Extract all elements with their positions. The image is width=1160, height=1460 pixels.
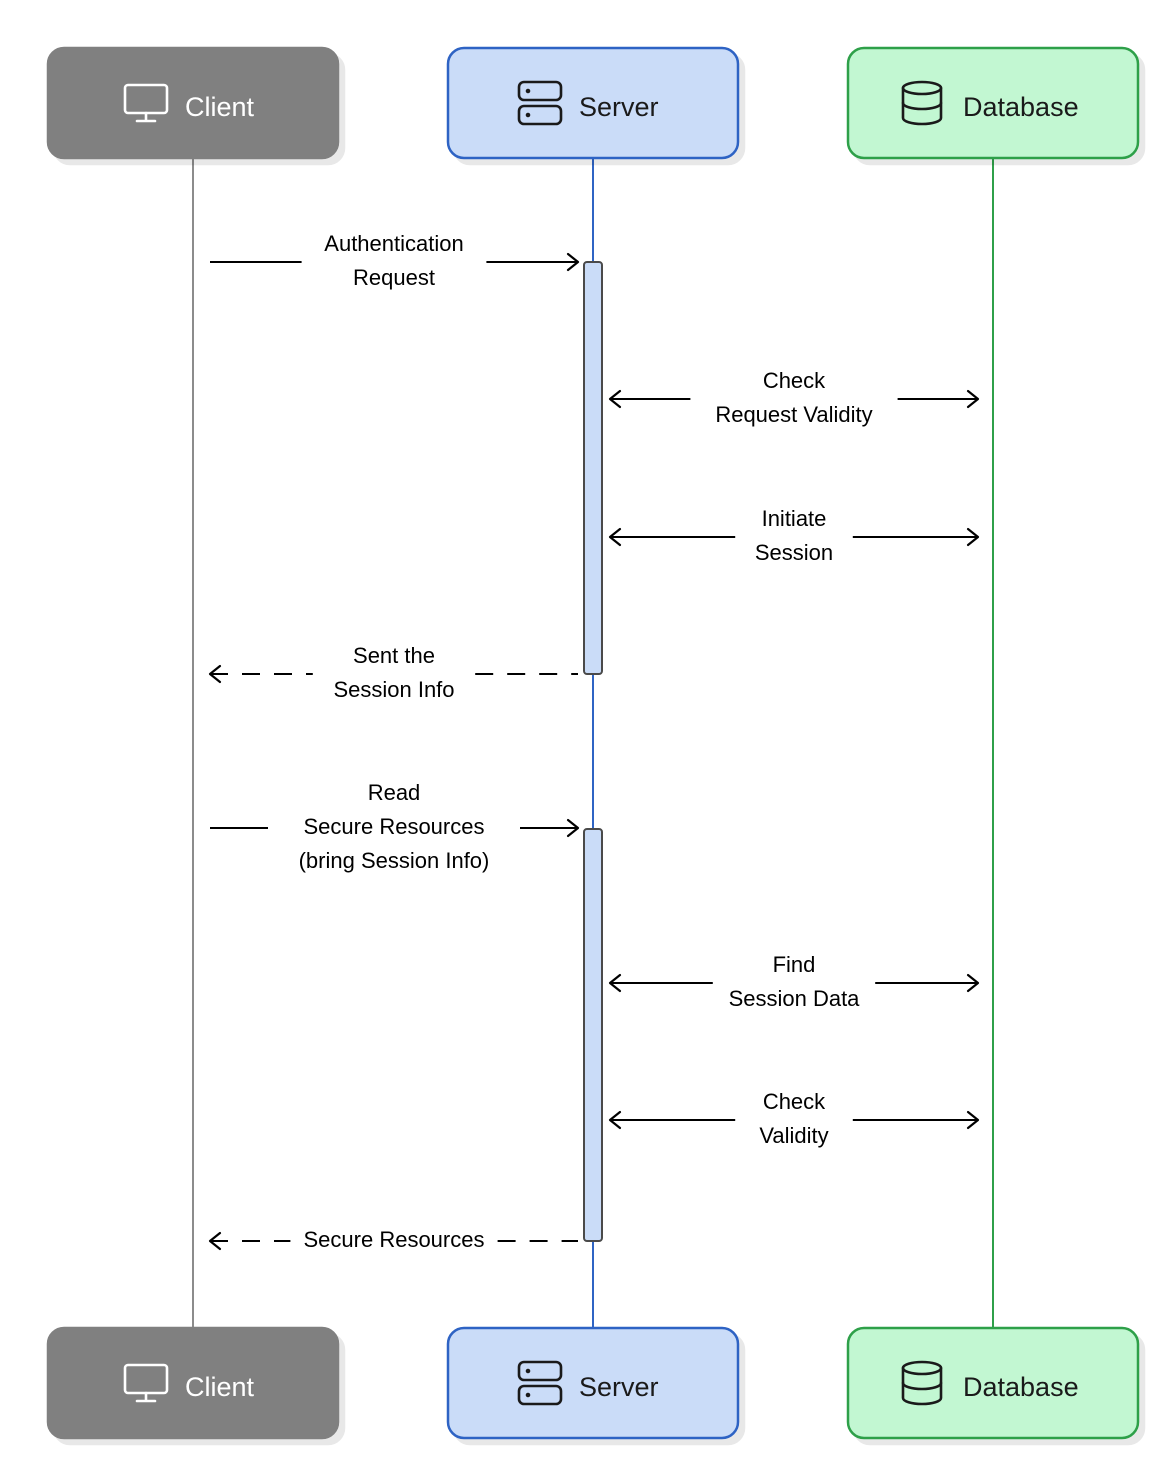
activation-bar — [583, 828, 603, 1242]
message-label: Initiate — [762, 506, 827, 531]
participant-label: Server — [579, 92, 659, 122]
message-label: Check — [763, 368, 826, 393]
message-label: Session — [755, 540, 833, 565]
participant-database-bottom: Database — [846, 1326, 1140, 1440]
participant-box — [46, 1326, 340, 1440]
message-label: Find — [773, 952, 816, 977]
participant-label: Database — [963, 1372, 1079, 1402]
message-label: Sent the — [353, 643, 435, 668]
activation-bar — [583, 261, 603, 675]
message-label: Session Info — [333, 677, 454, 702]
participant-label: Client — [185, 92, 255, 122]
participant-label: Server — [579, 1372, 659, 1402]
message-secure-resources: Secure Resources — [208, 1227, 578, 1252]
server-icon — [517, 1360, 563, 1406]
participant-box — [846, 46, 1140, 160]
participant-box — [446, 1326, 740, 1440]
participant-box — [446, 46, 740, 160]
participant-database-top: Database — [846, 46, 1140, 160]
participant-label: Database — [963, 92, 1079, 122]
database-icon — [901, 80, 943, 126]
participant-client-top: Client — [46, 46, 340, 160]
message-label: Authentication — [324, 231, 463, 256]
server-icon — [517, 80, 563, 126]
message-label: (bring Session Info) — [299, 848, 490, 873]
message-label: Check — [763, 1089, 826, 1114]
participant-box — [46, 46, 340, 160]
database-icon — [901, 1360, 943, 1406]
message-label: Secure Resources — [304, 814, 485, 839]
participant-client-bottom: Client — [46, 1326, 340, 1440]
message-label: Read — [368, 780, 421, 805]
message-label: Secure Resources — [304, 1227, 485, 1252]
message-label: Validity — [759, 1123, 828, 1148]
monitor-icon — [123, 83, 169, 123]
participant-server-bottom: Server — [446, 1326, 740, 1440]
message-label: Request — [353, 265, 435, 290]
message-label: Request Validity — [715, 402, 872, 427]
participant-server-top: Server — [446, 46, 740, 160]
participant-label: Client — [185, 1372, 255, 1402]
participant-box — [846, 1326, 1140, 1440]
message-label: Session Data — [729, 986, 861, 1011]
monitor-icon — [123, 1363, 169, 1403]
